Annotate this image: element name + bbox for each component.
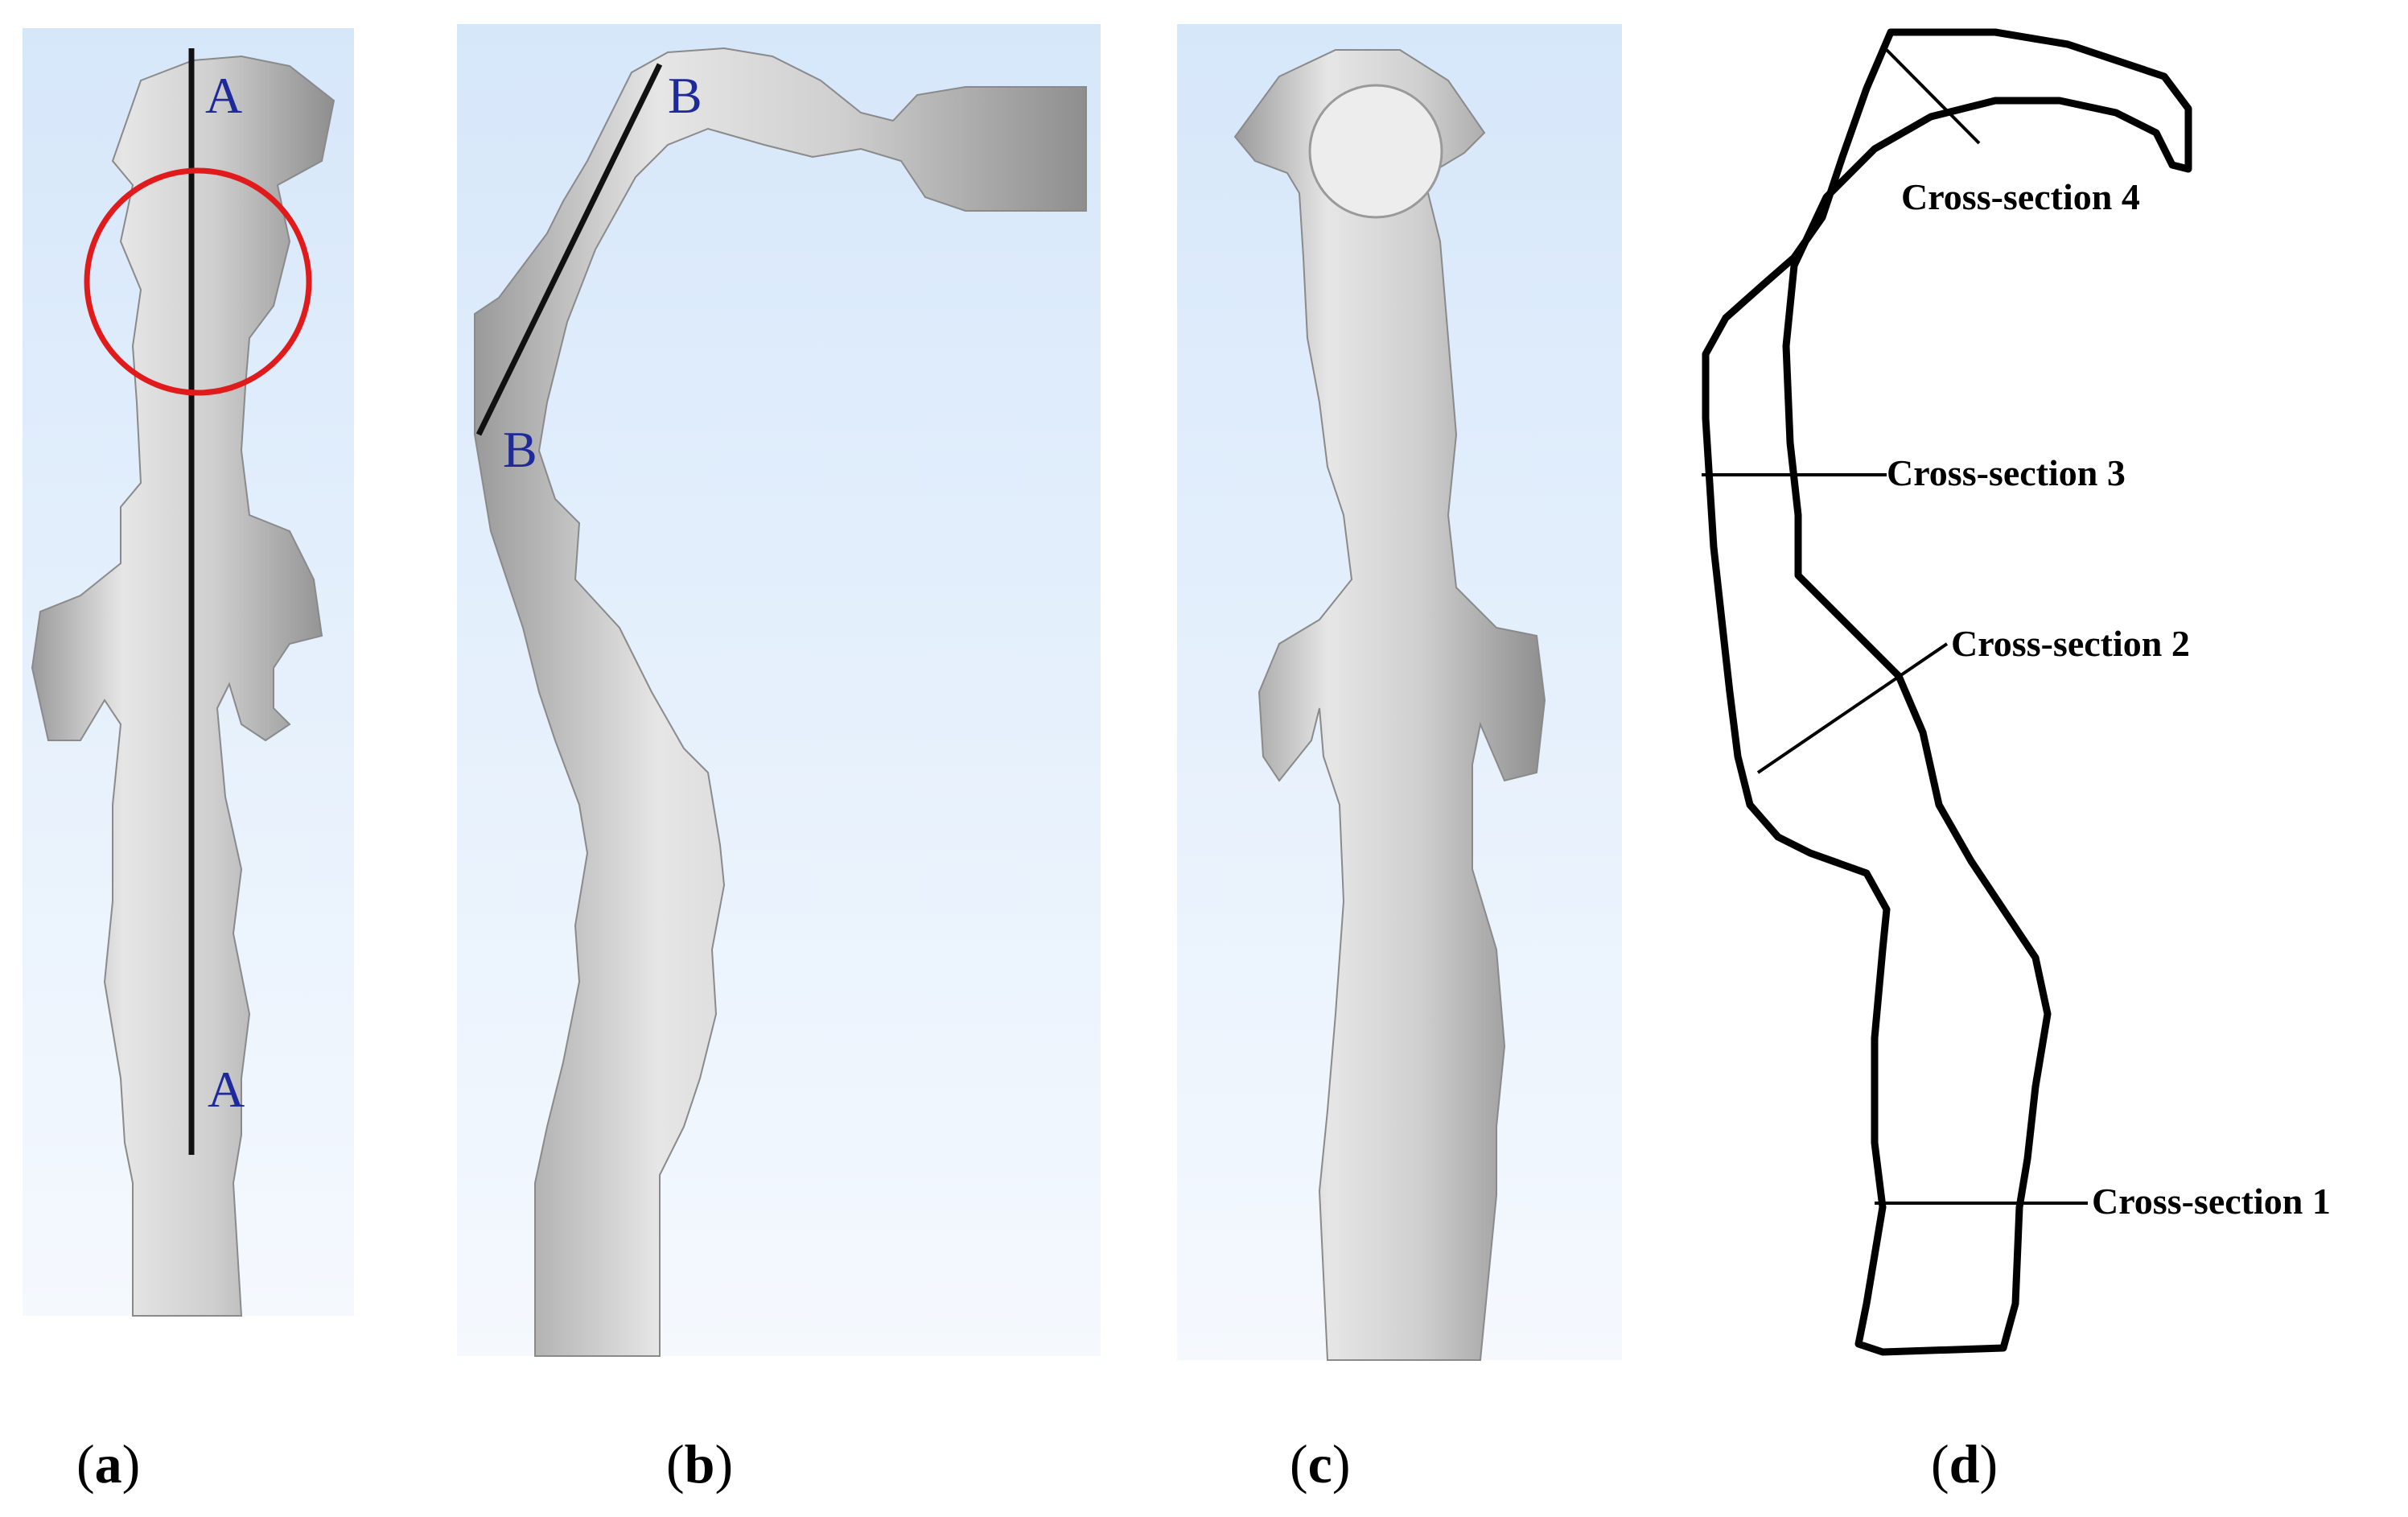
panel-c-airway-model: [1233, 49, 1546, 1361]
caption-a: (a): [76, 1433, 140, 1494]
panel-d: Cross-section 4 Cross-section 3 Cross-se…: [1702, 28, 2331, 1356]
cross-section-1-label: Cross-section 1: [2092, 1181, 2331, 1222]
panel-d-airway-outline: [1702, 28, 2192, 1356]
panel-a-label-top: A: [205, 67, 242, 124]
cross-section-2-label: Cross-section 2: [1951, 623, 2190, 664]
panel-b: B B: [457, 24, 1101, 1357]
cross-section-4-label: Cross-section 4: [1901, 176, 2140, 217]
panel-c-inlet-cap: [1308, 84, 1443, 219]
cross-section-4-line: [1885, 48, 1981, 145]
caption-b: (b): [666, 1433, 733, 1494]
highlight-circle: [84, 167, 312, 396]
panel-b-section-line: [475, 63, 663, 436]
panel-a: A A: [23, 28, 354, 1317]
panel-a-label-bottom: A: [208, 1061, 245, 1118]
cross-section-2-line: [1756, 642, 1949, 774]
panel-a-airway-model: [31, 55, 335, 1317]
panel-b-label-top: B: [668, 67, 702, 124]
panel-b-label-bottom: B: [503, 421, 537, 478]
panel-b-airway-model: [474, 47, 1087, 1357]
caption-d: (d): [1931, 1433, 1998, 1494]
panel-c: [1177, 24, 1622, 1361]
cross-section-3-label: Cross-section 3: [1887, 452, 2126, 493]
caption-c: (c): [1290, 1433, 1351, 1494]
